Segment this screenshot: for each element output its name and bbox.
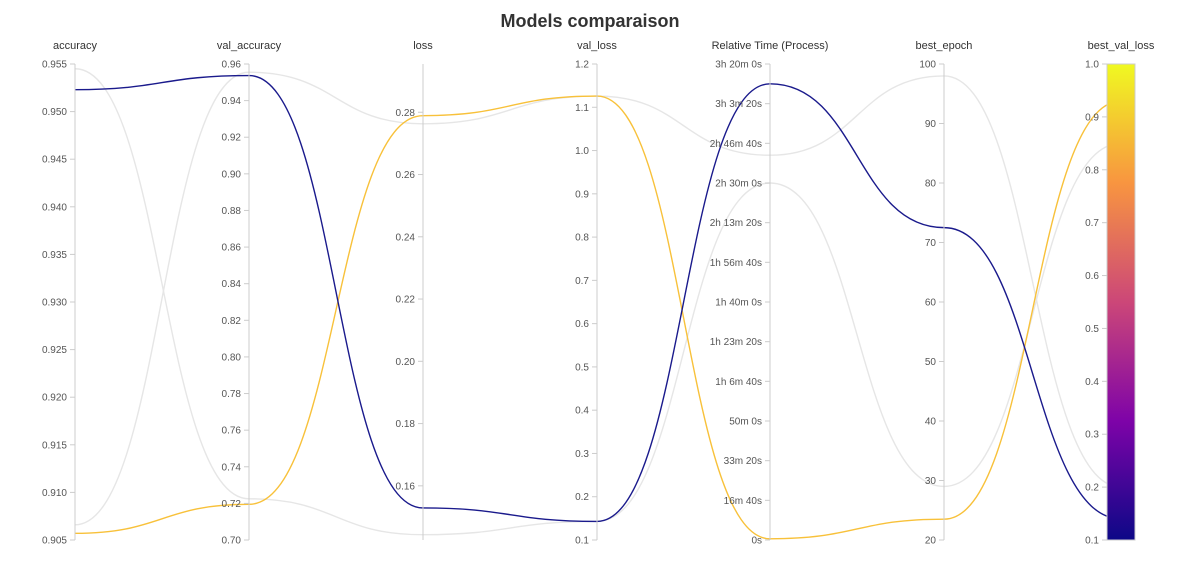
tick-label: 0.28 [396,108,416,119]
axis-0: accuracy 0.905 0.910 0.915 0.920 0.925 0.930 0.… [42,40,98,547]
series-line-0 [74,95,1122,540]
tick-label: 0.76 [222,426,242,437]
tick-label: 0.905 [42,536,67,547]
tick-label: 100 [919,60,936,71]
tick-label: 20 [925,536,937,547]
tick-label: 0.70 [222,536,242,547]
tick-label: 0.2 [575,492,589,503]
tick-label: 0.74 [222,462,242,473]
tick-label: 0.5 [575,362,589,373]
tick-label: 0.86 [222,243,242,254]
tick-label: 0.24 [396,232,416,243]
tick-label: 0.925 [42,345,67,356]
tick-label: 0.4 [1085,377,1099,388]
tick-label: 1h 23m 20s [710,337,762,348]
series-line-1 [74,74,1122,523]
tick-label: 0.945 [42,155,67,166]
tick-label: 0.3 [575,449,589,460]
tick-label: 0.90 [222,169,242,180]
tick-label: 0.22 [396,295,416,306]
tick-label: 1.0 [575,146,589,157]
tick-label: 0.915 [42,440,67,451]
tick-label: 0.6 [575,319,589,330]
series-line-3 [74,68,1122,536]
tick-label: 1h 56m 40s [710,258,762,269]
tick-label: 0.910 [42,488,67,499]
axis-label: best_epoch [916,40,973,52]
tick-label: 0.7 [1085,218,1099,229]
tick-label: 90 [925,119,937,130]
tick-label: 0.2 [1085,483,1099,494]
tick-label: 0.88 [222,206,242,217]
axis-label: Relative Time (Process) [712,40,829,52]
axis-6: best_val_loss 0.1 0.2 0.3 0.4 0.5 0.6 0.7 0.8 0.9… [1085,40,1155,547]
tick-label: 0.4 [575,406,589,417]
tick-label: 33m 20s [724,456,762,467]
tick-label: 0.96 [222,60,242,71]
tick-label: 0.935 [42,250,67,261]
tick-label: 50m 0s [729,417,762,428]
tick-label: 16m 40s [724,496,762,507]
tick-label: 0.78 [222,389,242,400]
tick-label: 0.930 [42,298,67,309]
tick-label: 60 [925,298,937,309]
tick-label: 1h 40m 0s [715,298,762,309]
tick-label: 2h 30m 0s [715,179,762,190]
axis-2: loss 0.16 0.18 0.20 0.22 0.24 0.26 0.28 [396,40,433,540]
tick-label: 0.920 [42,393,67,404]
tick-label: 0.16 [396,481,416,492]
axes-layer: accuracy0.9050.9100.9150.9200.9250.9300.… [42,40,1155,547]
tick-label: 30 [925,476,937,487]
tick-label: 2h 46m 40s [710,139,762,150]
tick-label: 0.9 [1085,112,1099,123]
tick-label: 0.80 [222,352,242,363]
tick-label: 1.1 [575,103,589,114]
tick-label: 0.94 [222,96,242,107]
tick-label: 40 [925,417,937,428]
tick-label: 0.955 [42,60,67,71]
tick-label: 0.3 [1085,430,1099,441]
tick-label: 0.1 [575,536,589,547]
axis-label: val_accuracy [217,40,282,52]
axis-label: val_loss [577,40,617,52]
tick-label: 50 [925,357,937,368]
tick-label: 3h 3m 20s [715,99,762,110]
tick-label: 0.18 [396,419,416,430]
axis-label: best_val_loss [1088,40,1155,52]
tick-label: 70 [925,238,937,249]
tick-label: 0.20 [396,357,416,368]
axis-3: val_loss 0.1 0.2 0.3 0.4 0.5 0.6 0.7 0.8 0.9 1.0 1.… [575,40,617,547]
tick-label: 0.26 [396,170,416,181]
tick-label: 0s [751,536,762,547]
tick-label: 1.0 [1085,60,1099,71]
tick-label: 0.72 [222,499,242,510]
tick-label: 0.5 [1085,324,1099,335]
tick-label: 80 [925,179,937,190]
tick-label: 0.8 [1085,165,1099,176]
colorbar [1106,63,1136,541]
axis-5: best_epoch 20 30 40 50 60 70 80 90 100 [916,40,973,547]
tick-label: 0.9 [575,189,589,200]
tick-label: 0.950 [42,107,67,118]
tick-label: 3h 20m 0s [715,60,762,71]
tick-label: 0.8 [575,233,589,244]
tick-label: 0.84 [222,279,242,290]
tick-label: 0.940 [42,202,67,213]
tick-label: 0.1 [1085,536,1099,547]
tick-label: 0.7 [575,276,589,287]
axis-4: Relative Time (Process) 0s 16m 40s 33m 20s 5… [710,40,829,547]
tick-label: 2h 13m 20s [710,218,762,229]
tick-label: 1h 6m 40s [715,377,762,388]
tick-label: 0.82 [222,316,242,327]
tick-label: 0.92 [222,133,242,144]
chart-title: Models comparaison [500,11,679,31]
axis-1: val_accuracy 0.70 0.72 0.74 0.76 0.78 0.80 0.82… [217,40,282,547]
axis-label: accuracy [53,40,98,52]
axis-label: loss [413,40,433,52]
tick-label: 1.2 [575,60,589,71]
tick-label: 0.6 [1085,271,1099,282]
